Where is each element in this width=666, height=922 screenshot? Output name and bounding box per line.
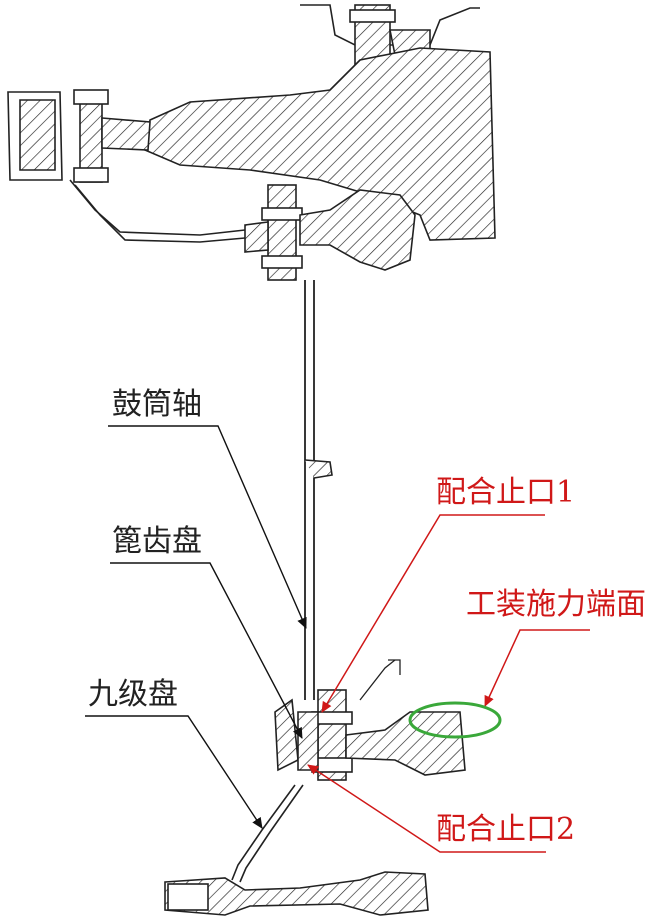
label-fit-spigot-2: 配合止口2 (436, 812, 576, 847)
fixture-face-highlight (408, 701, 502, 739)
label-drum-shaft: 鼓筒轴 (112, 387, 202, 422)
stage9-disk-rim (164, 871, 429, 916)
leader-stage9-disk (85, 715, 263, 829)
leader-curvic-disk (110, 562, 303, 739)
label-curvic-disk: 篦齿盘 (112, 524, 202, 559)
leader-fit-spigot-1 (321, 514, 545, 713)
leader-drum-shaft (108, 425, 307, 629)
upper-rotor-assembly (7, 4, 496, 700)
lower-disk-section (345, 711, 466, 776)
label-stage9-disk: 九级盘 (88, 677, 178, 712)
second-disk-section (299, 189, 416, 271)
leader-fixture-face (484, 629, 590, 707)
label-fixture-face: 工装施力端面 (466, 587, 646, 622)
leader-fit-spigot-2 (307, 764, 546, 853)
red-leaders (307, 514, 590, 853)
upper-disk-section (144, 47, 496, 241)
lower-rotor-assembly (164, 659, 466, 916)
seal-teeth-icon (274, 698, 299, 772)
black-leaders (85, 425, 307, 829)
label-fit-spigot-1: 配合止口1 (436, 475, 576, 510)
